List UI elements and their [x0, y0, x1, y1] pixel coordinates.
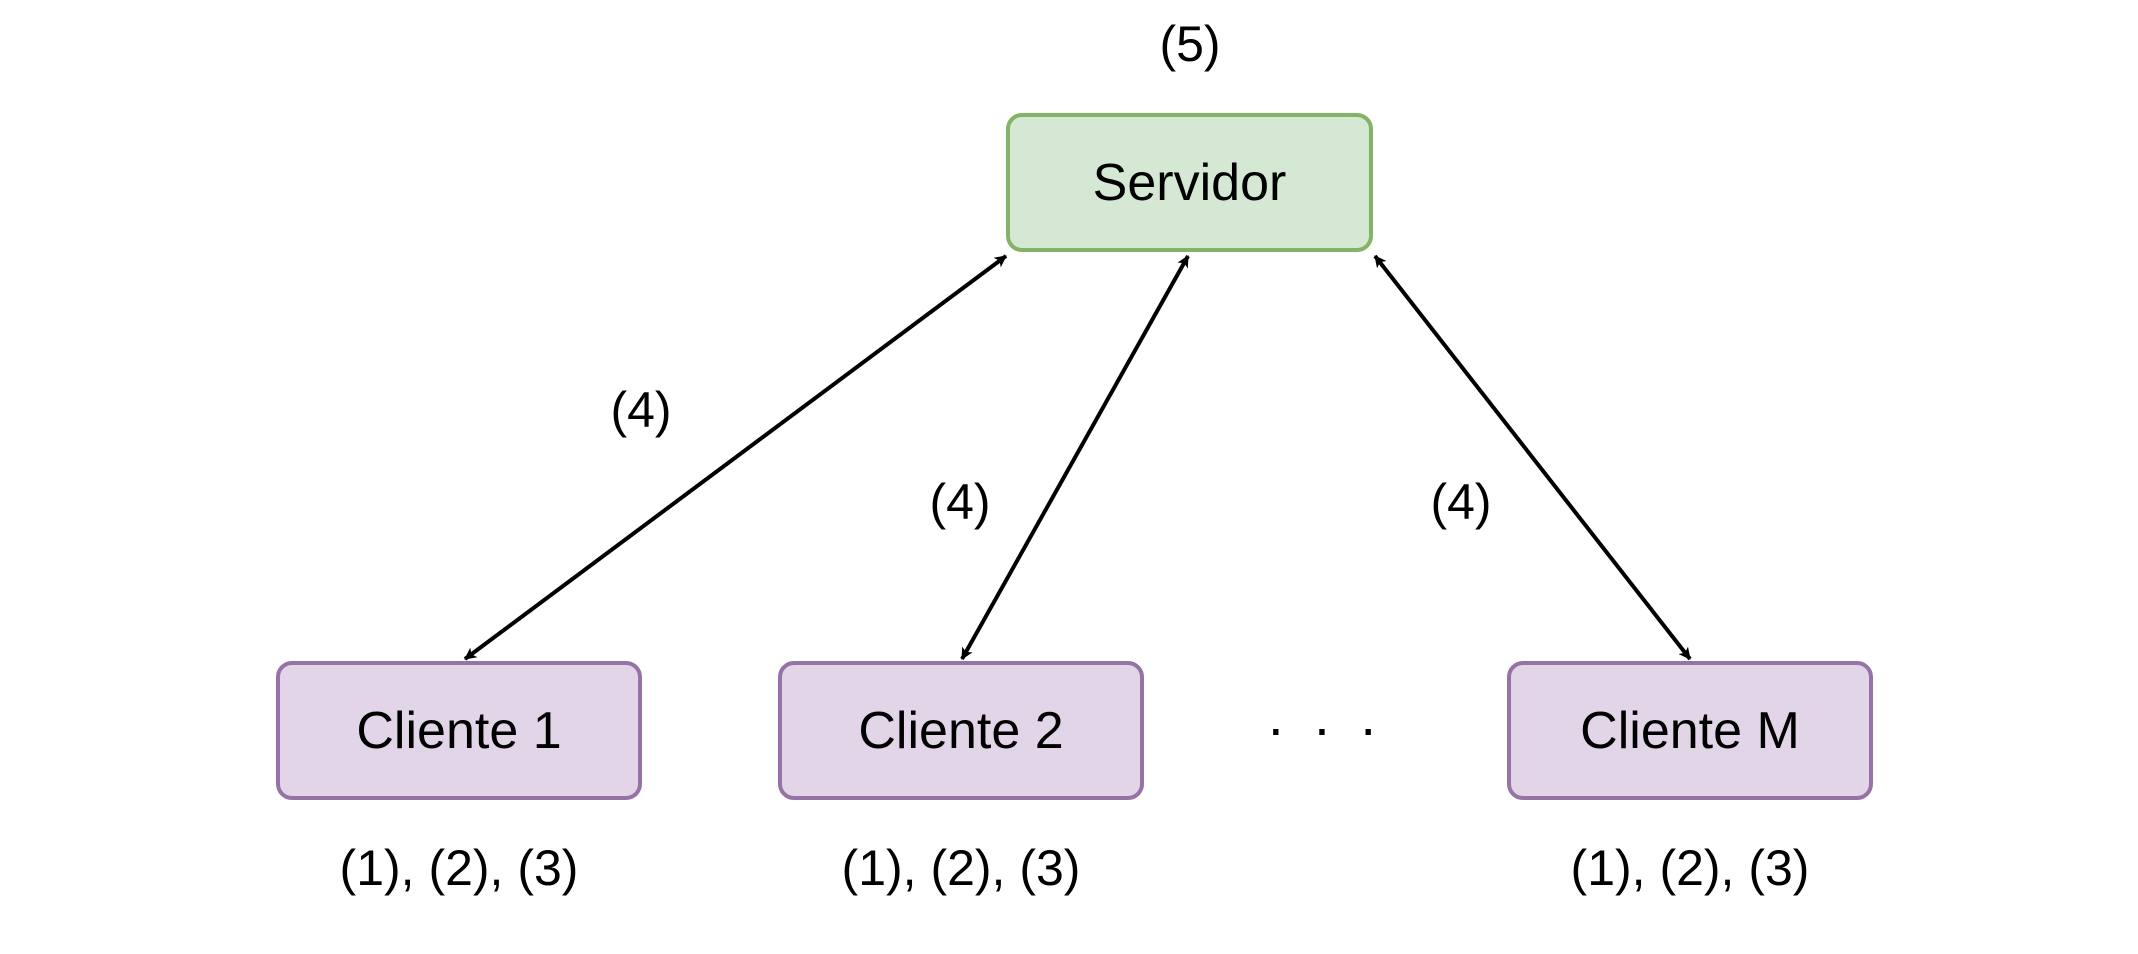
client-m-node[interactable]: Cliente M — [1507, 661, 1873, 800]
client-m-label: Cliente M — [1580, 701, 1800, 760]
edge-client-m-server — [1373, 254, 1692, 661]
client-2-node[interactable]: Cliente 2 — [778, 661, 1144, 800]
server-label: Servidor — [1092, 153, 1287, 212]
edge-step-label-3: (4) — [1430, 474, 1492, 530]
client-2-steps: (1), (2), (3) — [841, 840, 1081, 896]
edge-step-label-1: (4) — [610, 382, 672, 438]
edge-client-1-server — [463, 254, 1008, 661]
client-1-node[interactable]: Cliente 1 — [276, 661, 642, 800]
client-m-steps: (1), (2), (3) — [1570, 840, 1810, 896]
client-2-label: Cliente 2 — [858, 701, 1064, 760]
more-clients-ellipsis: · · · — [1266, 696, 1384, 759]
client-1-label: Cliente 1 — [356, 701, 562, 760]
edge-client-2-server — [960, 255, 1190, 660]
client-1-steps: (1), (2), (3) — [339, 840, 579, 896]
server-step-label: (5) — [1159, 16, 1221, 72]
edge-step-label-2: (4) — [929, 474, 991, 530]
server-node[interactable]: Servidor — [1006, 113, 1373, 252]
